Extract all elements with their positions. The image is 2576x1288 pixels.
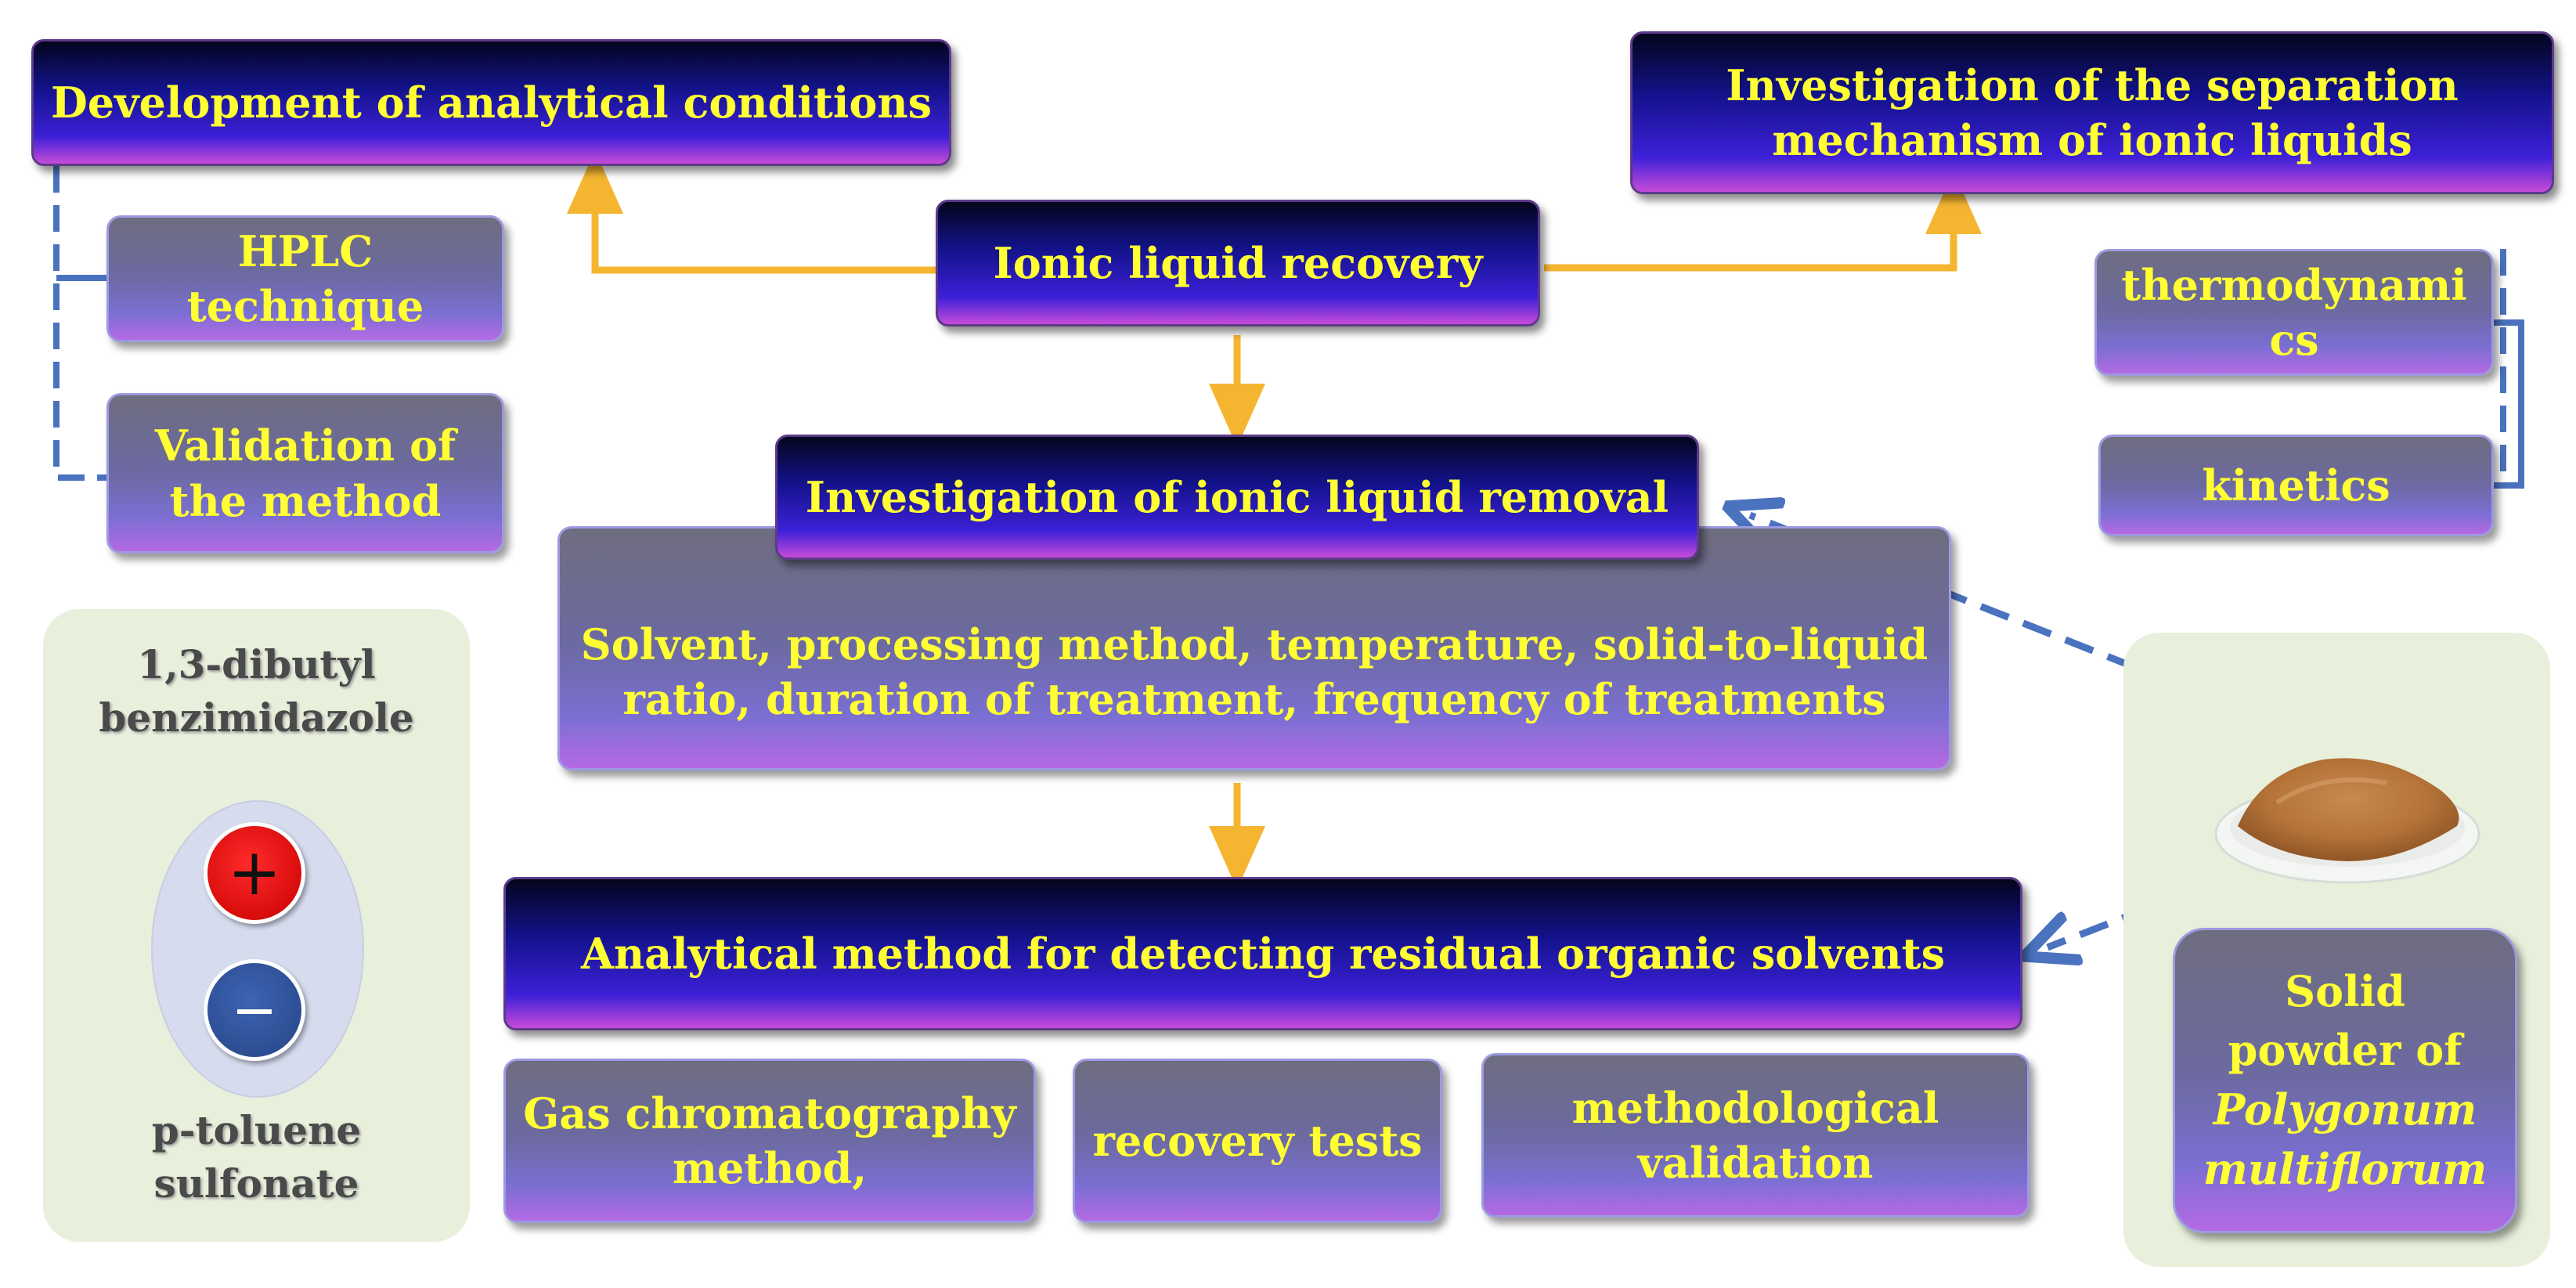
hplc-technique-box: HPLC technique (106, 215, 504, 342)
method-validation-line-2: the method (169, 475, 442, 526)
separation-mechanism-box: Investigation of the separation mechanis… (1630, 31, 2554, 194)
anion-name-line-2: sulfonate (153, 1160, 359, 1207)
anion-name-line-1: p-toluene (151, 1107, 362, 1153)
cation-name-line-1: 1,3-dibutyl (137, 641, 376, 687)
bracket-right-hook (2494, 319, 2524, 489)
kinetics-label: kinetics (2202, 460, 2390, 511)
factors-line-2: ratio, duration of treatment, frequency … (622, 674, 1886, 724)
minus-icon: − (231, 978, 278, 1042)
gas-chromatography-box: Gas chromatography method, (503, 1059, 1036, 1223)
methodological-validation-line-1: methodological (1571, 1082, 1939, 1133)
plus-icon: + (227, 835, 282, 910)
methodological-validation-line-2: validation (1637, 1138, 1874, 1188)
thermodynamics-box: thermodynami cs (2094, 249, 2494, 376)
ionic-liquid-recovery-label: Ionic liquid recovery (993, 237, 1483, 288)
factors-line-1: Solvent, processing method, temperature,… (580, 619, 1928, 669)
residual-solvents-label: Analytical method for detecting residual… (580, 928, 1945, 979)
recovery-tests-label: recovery tests (1092, 1115, 1423, 1166)
sample-species-line-1: Polygonum (2213, 1084, 2477, 1135)
method-validation-line-1: Validation of (154, 420, 456, 471)
methodological-validation-box: methodological validation (1481, 1053, 2029, 1218)
ionic-liquid-removal-label: Investigation of ionic liquid removal (805, 471, 1669, 522)
gas-chromatography-line-1: Gas chromatography (523, 1088, 1016, 1138)
cation-name-line-2: benzimidazole (99, 694, 414, 741)
sample-box: Solid powder of Polygonum multiflorum (2173, 928, 2517, 1233)
powder-dish-image (2214, 758, 2480, 884)
separation-mechanism-line-1: Investigation of the separation (1726, 60, 2459, 110)
analytical-conditions-box: Development of analytical conditions (31, 39, 951, 166)
arrow-to-analytical-conditions (567, 150, 936, 274)
cation-name: 1,3-dibutyl benzimidazole (43, 638, 470, 744)
sample-species-line-2: multiflorum (2203, 1143, 2488, 1194)
hplc-line-2: technique (186, 281, 424, 331)
analytical-conditions-label: Development of analytical conditions (50, 77, 933, 128)
anion-name: p-toluene sulfonate (43, 1104, 470, 1210)
separation-mechanism-line-2: mechanism of ionic liquids (1772, 115, 2412, 165)
cation-circle: + (204, 822, 305, 924)
recovery-tests-box: recovery tests (1073, 1059, 1442, 1223)
ionic-liquid-removal-box: Investigation of ionic liquid removal (775, 435, 1699, 560)
sample-line-2: powder of (2228, 1025, 2462, 1076)
bracket-left (53, 166, 106, 481)
factors-box: Solvent, processing method, temperature,… (557, 526, 1951, 770)
method-validation-box: Validation of the method (106, 393, 504, 554)
bracket-right (2494, 249, 2506, 489)
thermodynamics-line-1: thermodynami (2121, 259, 2467, 310)
hplc-line-1: HPLC (237, 225, 373, 276)
ionic-liquid-recovery-box: Ionic liquid recovery (936, 200, 1540, 327)
kinetics-box: kinetics (2098, 435, 2494, 536)
sample-line-1: Solid (2285, 965, 2405, 1016)
residual-solvents-box: Analytical method for detecting residual… (503, 877, 2022, 1030)
arrow-to-separation-mechanism (1544, 171, 1982, 272)
gas-chromatography-line-2: method, (672, 1143, 868, 1193)
thermodynamics-line-2: cs (2269, 315, 2319, 365)
anion-circle: − (204, 959, 305, 1061)
